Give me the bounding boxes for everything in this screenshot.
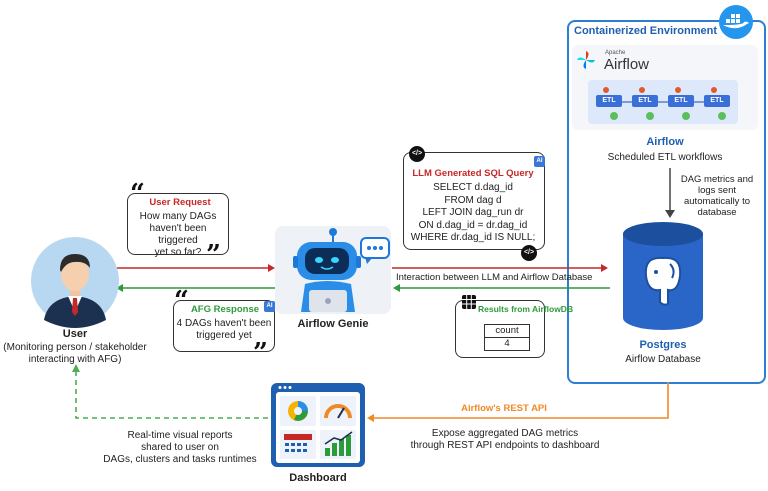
user-request-bubble (127, 193, 229, 255)
etl-block-3: ETL (668, 95, 694, 107)
sql-bubble-title: LLM Generated SQL Query (412, 168, 534, 179)
etl-block-2: ETL (632, 95, 658, 107)
user-description: (Monitoring person / stakeholder interac… (3, 342, 147, 365)
etl-block-4: ETL (704, 95, 730, 107)
afg-response-title: AFG Response (190, 304, 260, 315)
airflow-title: Airflow (646, 136, 684, 148)
rest-api-title: Airflow's REST API (461, 403, 547, 414)
results-title: Results from AirflowDB (478, 304, 574, 314)
airflow-logo-small: Apache (605, 50, 626, 56)
user-request-text: How many DAGs haven't been triggered yet… (139, 211, 217, 258)
close-quote-icon: ” (206, 240, 221, 270)
results-column-header: count (484, 324, 530, 338)
ai-chip-icon: AI (534, 156, 545, 167)
docker-icon (716, 4, 756, 40)
interaction-label: Interaction between LLM and Airflow Data… (396, 272, 593, 283)
code-icon-bottom: </> (521, 245, 537, 261)
results-value-cell: 4 (484, 337, 530, 351)
code-icon: </> (409, 146, 425, 162)
airflow-logo-icon (576, 50, 596, 70)
airflow-to-postgres-arrow (665, 168, 675, 218)
open-quote-icon: “ (130, 179, 145, 209)
dashboard-icon (270, 382, 366, 468)
postgres-database-icon (618, 220, 708, 332)
robot-icon (275, 226, 391, 314)
user-request-title: User Request (149, 197, 211, 208)
airflow-logo-text: Airflow (604, 56, 650, 73)
metrics-note: DAG metrics and logs sent automatically … (680, 174, 754, 218)
dashboard-to-user-arrow (75, 370, 268, 419)
user-title: User (62, 328, 88, 340)
reports-description: Real-time visual reports shared to user … (103, 430, 257, 465)
dashboard-label: Dashboard (289, 472, 347, 484)
rest-api-arrow (372, 382, 669, 419)
rest-api-description: Expose aggregated DAG metrics through RE… (410, 428, 600, 451)
afg-response-text: 4 DAGs haven't been triggered yet (176, 318, 272, 341)
table-icon (461, 294, 477, 310)
response-open-quote-icon: “ (174, 286, 189, 316)
afg-response-bubble (173, 300, 275, 352)
response-ai-chip-icon: AI (264, 301, 275, 312)
sql-query-bubble (403, 152, 545, 250)
genie-label: Airflow Genie (297, 318, 369, 330)
sql-query-text: SELECT d.dag_id FROM dag d LEFT JOIN dag… (410, 182, 536, 243)
airflow-subtitle: Scheduled ETL workflows (607, 152, 723, 163)
environment-title: Containerized Environment (574, 25, 718, 37)
postgres-subtitle: Airflow Database (625, 354, 701, 365)
etl-block-1: ETL (596, 95, 622, 107)
user-avatar (30, 236, 120, 328)
response-close-quote-icon: ” (253, 338, 268, 368)
postgres-title: Postgres (639, 339, 687, 351)
